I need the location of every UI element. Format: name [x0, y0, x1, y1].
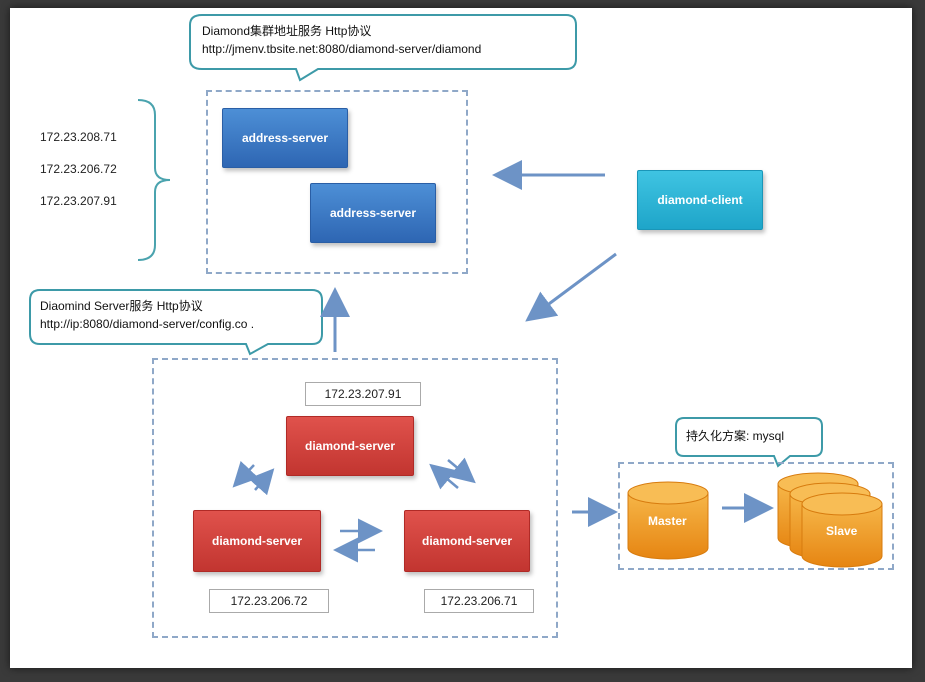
callout-top-url: http://jmenv.tbsite.net:8080/diamond-ser… [202, 42, 482, 56]
diamond-server-top: diamond-server [286, 416, 414, 476]
arrow-sync-2 [248, 468, 275, 496]
server-ip-right: 172.23.206.71 [424, 589, 534, 613]
master-label: Master [648, 514, 687, 528]
address-server-2: address-server [310, 183, 436, 243]
server-ip-top: 172.23.207.91 [305, 382, 421, 406]
diamond-server-group [152, 358, 558, 638]
callout-mid-url: http://ip:8080/diamond-server/config.co … [40, 317, 255, 331]
server-ip-left: 172.23.206.72 [209, 589, 329, 613]
address-server-group [206, 90, 468, 274]
callout-mid-title: Diaomind Server服务 Http协议 [40, 299, 203, 313]
diamond-server-right: diamond-server [404, 510, 530, 572]
mysql-group [618, 462, 894, 570]
address-ip-2: 172.23.206.72 [40, 162, 117, 176]
callout-top [189, 14, 577, 82]
address-ip-3: 172.23.207.91 [40, 194, 117, 208]
slave-db-icon [777, 472, 883, 568]
slave-label: Slave [826, 524, 858, 538]
master-db-icon [627, 481, 709, 560]
callout-top-title: Diamond集群地址服务 Http协议 [202, 24, 372, 38]
arrow-sync-1 [232, 460, 259, 488]
diamond-client: diamond-client [637, 170, 763, 230]
arrow-client-to-servers [525, 252, 617, 322]
address-ip-1: 172.23.208.71 [40, 130, 117, 144]
arrow-sync-3 [447, 457, 476, 484]
address-server-1: address-server [222, 108, 348, 168]
ip-group-brace [137, 99, 171, 261]
callout-right-title: 持久化方案: mysql [686, 429, 785, 443]
callout-right [675, 417, 823, 468]
diamond-server-left: diamond-server [193, 510, 321, 572]
arrow-sync-4 [429, 463, 459, 490]
